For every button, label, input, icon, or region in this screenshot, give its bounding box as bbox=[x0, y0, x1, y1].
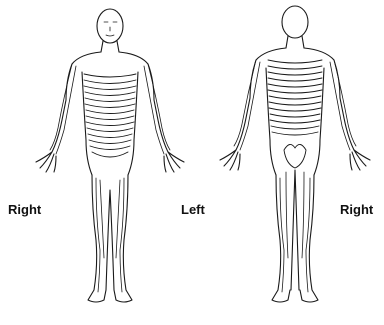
back-legs-outline bbox=[272, 170, 318, 302]
back-right-side-label: Right bbox=[340, 203, 373, 217]
front-right-side-label: Right bbox=[8, 203, 41, 217]
back-dermatome-bands bbox=[268, 60, 322, 135]
front-legs-outline bbox=[88, 175, 132, 302]
front-head bbox=[97, 9, 123, 43]
back-right-hand bbox=[350, 150, 370, 170]
back-leg-bands bbox=[280, 172, 310, 292]
back-trunk-sides bbox=[266, 68, 324, 175]
front-left-hand bbox=[164, 152, 184, 172]
left-side-label: Left bbox=[181, 203, 205, 217]
front-face-eyes bbox=[104, 22, 117, 36]
back-sacral-outline bbox=[284, 144, 306, 168]
back-head bbox=[282, 6, 308, 38]
front-right-hand bbox=[36, 152, 56, 172]
back-left-hand bbox=[220, 150, 240, 170]
front-body-figure bbox=[36, 9, 184, 302]
front-dermatome-bands bbox=[84, 74, 136, 157]
back-body-figure bbox=[220, 6, 370, 302]
